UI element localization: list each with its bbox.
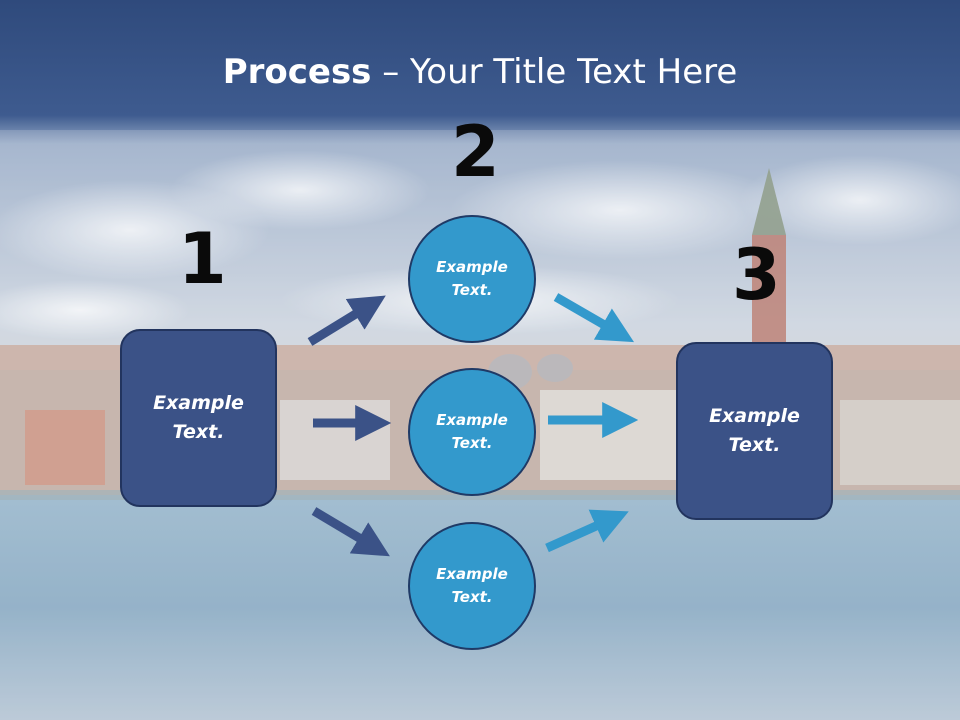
step-3-box: Example Text.	[676, 342, 833, 520]
step-2-circle-top: Example Text.	[408, 215, 536, 343]
slide-title: Process – Your Title Text Here	[0, 52, 960, 92]
step-number-1: 1	[178, 218, 227, 300]
title-bold: Process	[222, 52, 372, 92]
step-number-2: 2	[451, 111, 500, 193]
title-rest: – Your Title Text Here	[371, 52, 738, 92]
step-2-circle-middle: Example Text.	[408, 368, 536, 496]
step-number-3: 3	[732, 234, 781, 316]
step-1-box: Example Text.	[120, 329, 277, 507]
arrow-bottom-to-right	[545, 509, 629, 553]
arrow-top-to-right	[553, 293, 635, 343]
arrow-left-to-bottom	[311, 507, 390, 557]
arrow-left-to-top	[307, 295, 386, 346]
step-2-circle-bottom: Example Text.	[408, 522, 536, 650]
